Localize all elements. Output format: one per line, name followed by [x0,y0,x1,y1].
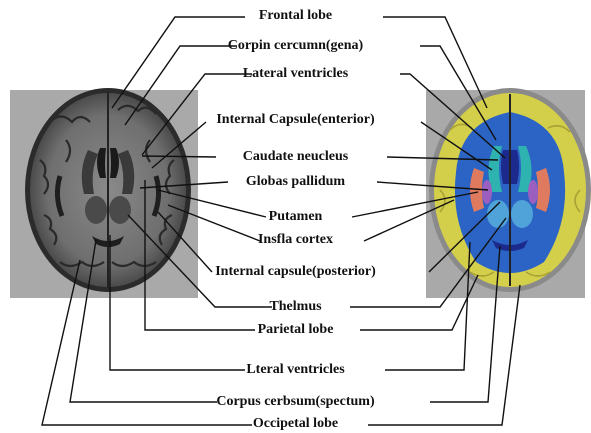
label-thalamus: Thelmus [0,299,591,315]
label-internal-capsule-anterior: Internal Capsule(enterior) [0,112,591,128]
label-lateral-ventricles-lower: Lteral ventricles [0,362,591,378]
label-caudate-nucleus: Caudate neucleus [0,149,591,165]
label-insula-cortex: Insfla cortex [0,232,591,248]
label-occipital-lobe: Occipetal lobe [0,416,591,432]
label-lateral-ventricles: Lateral ventricles [0,66,591,82]
label-parietal-lobe: Parietal lobe [0,322,591,338]
label-globus-pallidum: Globas pallidum [0,174,591,190]
label-putamen: Putamen [0,209,591,225]
label-frontal-lobe: Frontal lobe [0,8,591,24]
label-corpus-callosum-splenium: Corpus cerbsum(spectum) [0,394,591,410]
label-corpus-callosum-genu: Corpin cercumn(gena) [0,38,591,54]
label-internal-capsule-posterior: Internal capsule(posterior) [0,264,591,280]
